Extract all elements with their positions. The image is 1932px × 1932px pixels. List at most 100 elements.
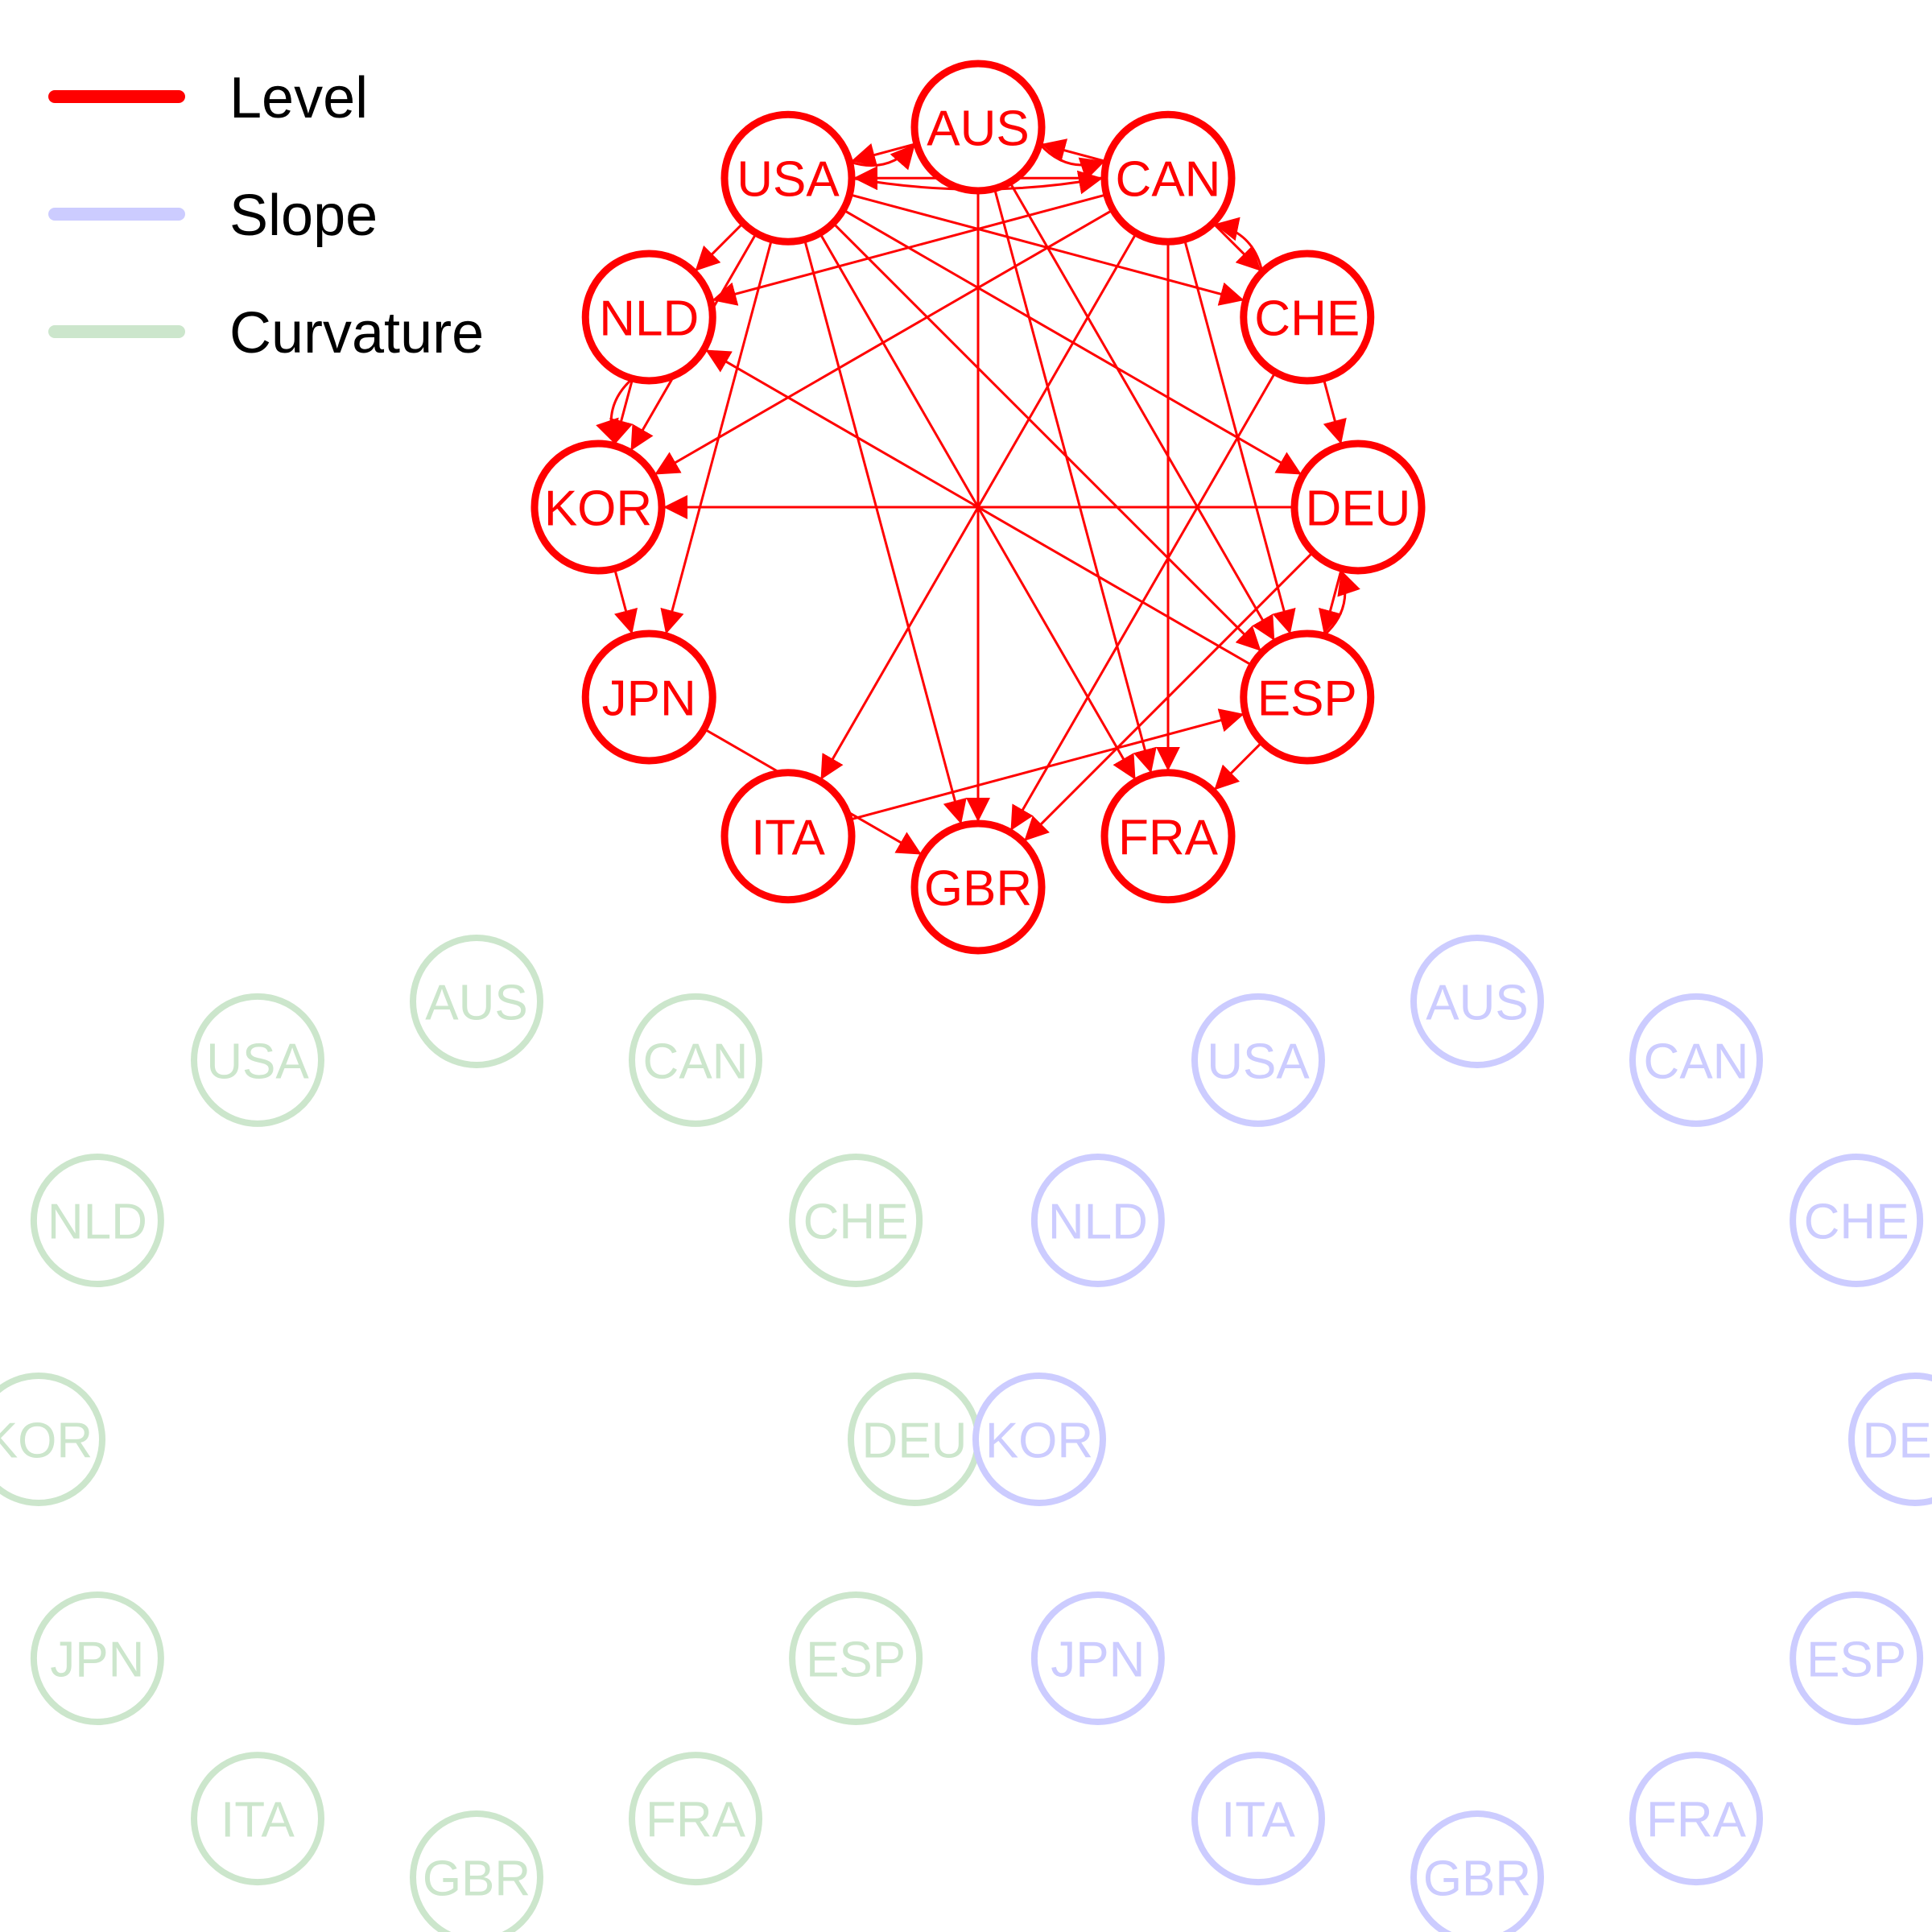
node-label: CAN xyxy=(1644,1034,1749,1089)
node-circle xyxy=(1191,993,1325,1127)
node-circle xyxy=(629,993,762,1127)
node-circle xyxy=(30,1591,164,1725)
node-kor: KOR xyxy=(972,1373,1106,1506)
edge-usa-aus xyxy=(848,142,916,171)
legend-item-curvature: Curvature xyxy=(48,301,484,365)
node-can: CAN xyxy=(1629,993,1763,1127)
node-label: FRA xyxy=(646,1793,746,1848)
node-kor: KOR xyxy=(0,1373,105,1506)
edge-esp-fra xyxy=(1213,741,1263,791)
node-label: JPN xyxy=(50,1633,144,1688)
node-fra: FRA xyxy=(1629,1752,1763,1886)
edge-aus-esp xyxy=(1009,181,1276,642)
node-gbr: GBR xyxy=(910,819,1046,955)
node-esp: ESP xyxy=(789,1591,923,1725)
legend-label-level: Level xyxy=(229,66,368,130)
node-nld: NLD xyxy=(1030,1154,1165,1287)
node-label: DEU xyxy=(1863,1414,1932,1469)
node-label: FRA xyxy=(1118,810,1219,865)
node-circle xyxy=(789,1591,923,1725)
node-che: CHE xyxy=(789,1154,923,1287)
edge-aus-fra xyxy=(993,188,1157,774)
edge-can-che xyxy=(1212,222,1262,272)
node-ita: ITA xyxy=(720,769,856,904)
node-label: AUS xyxy=(425,976,527,1031)
node-aus: AUS xyxy=(410,935,543,1068)
node-label: ITA xyxy=(221,1793,295,1848)
edge-esp-deu xyxy=(1323,569,1360,637)
node-label: CHE xyxy=(1254,291,1360,347)
node-esp: ESP xyxy=(1790,1591,1924,1725)
node-kor: KOR xyxy=(530,440,666,575)
edge-usa-jpn xyxy=(660,239,774,635)
node-circle xyxy=(1410,935,1544,1068)
node-label: JPN xyxy=(602,671,696,727)
node-nld: NLD xyxy=(581,250,716,385)
legend-label-curvature: Curvature xyxy=(229,301,484,365)
node-circle xyxy=(30,1154,164,1287)
node-circle xyxy=(1410,1810,1544,1932)
node-circle xyxy=(629,1752,762,1886)
node-fra: FRA xyxy=(629,1752,762,1886)
node-usa: USA xyxy=(1191,993,1325,1127)
node-label: JPN xyxy=(1051,1633,1145,1688)
node-label: ESP xyxy=(1806,1633,1906,1688)
edge-usa-esp xyxy=(832,222,1262,652)
node-label: KOR xyxy=(544,481,652,537)
node-circle xyxy=(410,1810,543,1932)
node-label: DEU xyxy=(862,1414,968,1469)
node-label: GBR xyxy=(1423,1852,1531,1907)
node-circle xyxy=(972,1373,1106,1506)
node-label: CAN xyxy=(643,1034,749,1089)
node-label: USA xyxy=(737,152,840,208)
node-circle xyxy=(410,935,543,1068)
edge-ita-esp xyxy=(848,708,1245,821)
edge-che-deu xyxy=(1322,378,1347,445)
node-deu: DEU xyxy=(1848,1373,1932,1506)
node-circle xyxy=(1030,1154,1165,1287)
node-label: ITA xyxy=(751,810,825,865)
edge-che-can xyxy=(1213,217,1264,273)
node-circle xyxy=(1290,440,1426,575)
node-aus: AUS xyxy=(1410,935,1544,1068)
node-label: USA xyxy=(1207,1034,1310,1089)
legend: Level Slope Curvature xyxy=(48,66,484,365)
node-gbr: GBR xyxy=(1410,1810,1544,1932)
node-circle xyxy=(1848,1373,1932,1506)
legend-item-level: Level xyxy=(48,66,368,130)
node-circle xyxy=(1240,250,1375,385)
node-circle xyxy=(191,993,324,1127)
node-ita: ITA xyxy=(1191,1752,1325,1886)
node-nld: NLD xyxy=(30,1154,164,1287)
edge-aus-can xyxy=(1038,142,1106,181)
node-circle xyxy=(910,819,1046,955)
node-can: CAN xyxy=(1100,110,1236,246)
node-label: NLD xyxy=(599,291,699,347)
node-label: CAN xyxy=(1116,152,1221,208)
legend-label-slope: Slope xyxy=(229,184,378,248)
node-circle xyxy=(910,60,1046,195)
node-aus: AUS xyxy=(910,60,1046,195)
node-ita: ITA xyxy=(191,1752,324,1886)
node-circle xyxy=(1100,110,1236,246)
node-circle xyxy=(1790,1591,1924,1725)
node-circle xyxy=(720,110,856,246)
node-label: ESP xyxy=(1257,671,1357,727)
node-label: ESP xyxy=(806,1633,906,1688)
node-label: GBR xyxy=(423,1852,530,1907)
node-usa: USA xyxy=(720,110,856,246)
node-circle xyxy=(581,630,716,765)
node-esp: ESP xyxy=(1240,630,1375,765)
node-circle xyxy=(1629,1752,1763,1886)
edge-nld-kor xyxy=(596,378,634,445)
node-circle xyxy=(720,769,856,904)
node-label: NLD xyxy=(47,1195,147,1250)
node-gbr: GBR xyxy=(410,1810,543,1932)
edge-deu-gbr xyxy=(1023,551,1315,842)
node-circle xyxy=(1240,630,1375,765)
node-label: KOR xyxy=(985,1414,1093,1469)
node-circle xyxy=(1100,769,1236,904)
